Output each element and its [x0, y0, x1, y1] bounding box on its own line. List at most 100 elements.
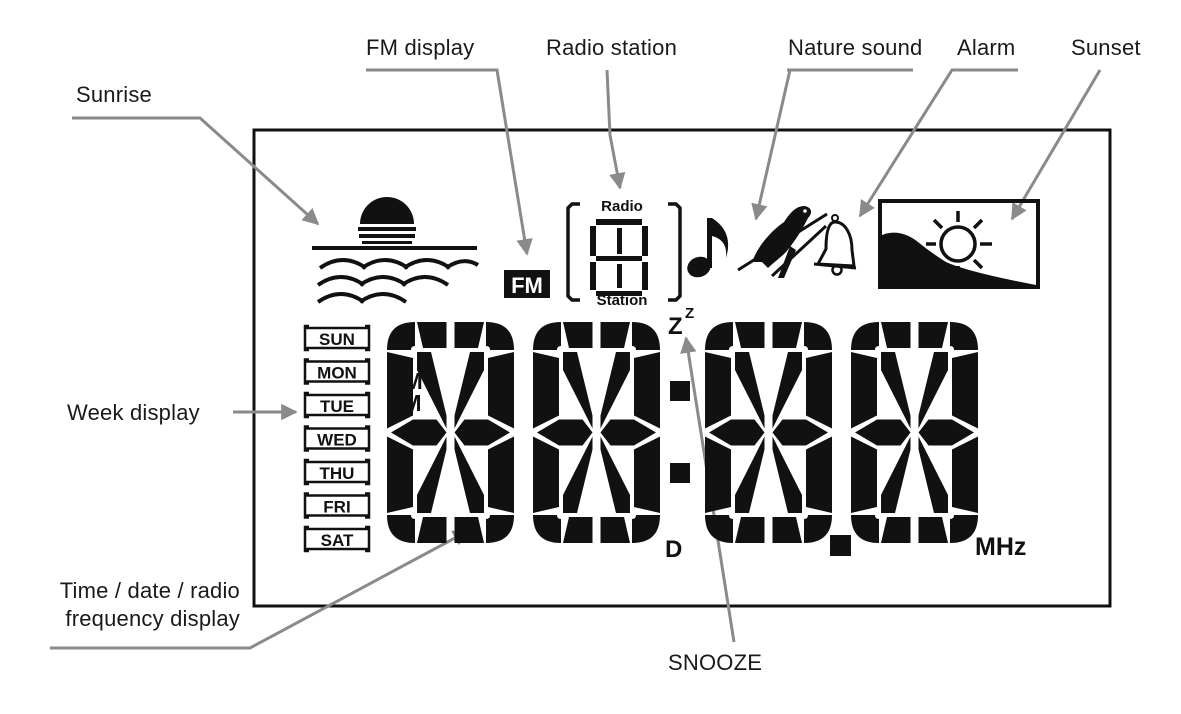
- segment: [488, 436, 514, 513]
- segment: [735, 436, 765, 513]
- segment: [881, 517, 911, 543]
- weekday-sat: SAT: [303, 525, 371, 553]
- segment: [735, 322, 765, 348]
- segment: [881, 436, 911, 513]
- sunset-icon: [878, 199, 1040, 289]
- d-indicator: D: [665, 536, 682, 563]
- leader-sunset: [1010, 69, 1102, 221]
- segment: [918, 352, 948, 429]
- segment: [705, 436, 731, 513]
- label-time-display-line2: frequency display: [65, 606, 240, 631]
- segment: [387, 436, 413, 513]
- segment: [881, 322, 911, 348]
- segment: [417, 517, 447, 543]
- fm-icon: [504, 270, 550, 298]
- segment: [600, 419, 656, 446]
- bird-icon: [737, 206, 828, 278]
- label-week-display: Week display: [67, 400, 200, 425]
- colon-bottom-dot: [670, 463, 690, 483]
- segment: [488, 352, 514, 429]
- colon-top-dot: [670, 381, 690, 401]
- weekday-fri: FRI: [303, 492, 371, 519]
- segment: [387, 322, 415, 350]
- segment: [417, 352, 447, 429]
- bell-icon: [813, 214, 857, 276]
- segment: [772, 517, 802, 543]
- weekday-label: SAT: [321, 531, 354, 550]
- segment: [417, 322, 447, 348]
- segment: [537, 419, 593, 446]
- segment: [918, 517, 948, 543]
- segment: [772, 436, 802, 513]
- segment: [851, 322, 879, 350]
- leader-radio-station: [605, 69, 626, 190]
- segment: [918, 419, 974, 446]
- segment: [950, 322, 978, 350]
- segment: [533, 515, 561, 543]
- segment: [851, 352, 877, 429]
- segment: [950, 515, 978, 543]
- segment: [634, 436, 660, 513]
- decimal-point: [830, 535, 851, 556]
- weekday-label: FRI: [323, 498, 350, 517]
- label-alarm: Alarm: [957, 35, 1016, 60]
- snooze-symbol: Z: [668, 313, 683, 340]
- digit-3: [705, 322, 832, 543]
- segment: [735, 517, 765, 543]
- segment: [454, 419, 510, 446]
- segment: [600, 436, 630, 513]
- leader-fm-display: [366, 68, 533, 256]
- digit-4: [851, 322, 978, 543]
- segment: [563, 517, 593, 543]
- segment: [804, 322, 832, 350]
- leader-sunrise: [72, 116, 320, 226]
- snooze-symbol-sup: Z: [685, 305, 694, 322]
- segment: [851, 515, 879, 543]
- segment: [632, 515, 660, 543]
- segment: [806, 352, 832, 429]
- weekday-label: TUE: [320, 397, 354, 416]
- leader-nature-sound: [751, 68, 913, 221]
- label-fm-display: FM display: [366, 35, 475, 60]
- leader-time-display: [50, 529, 470, 650]
- time-frequency-digits: [387, 322, 978, 543]
- label-time-display-line1: Time / date / radio: [59, 578, 240, 603]
- segment: [952, 352, 978, 429]
- segment: [634, 352, 660, 429]
- segment: [387, 352, 413, 429]
- segment: [563, 352, 593, 429]
- segment: [705, 322, 733, 350]
- segment: [705, 352, 731, 429]
- fm-badge-text: FM: [511, 273, 543, 298]
- segment: [804, 515, 832, 543]
- segment: [391, 419, 447, 446]
- segment: [772, 352, 802, 429]
- segment: [806, 436, 832, 513]
- label-sunset: Sunset: [1071, 35, 1141, 60]
- segment: [533, 436, 559, 513]
- segment: [772, 419, 828, 446]
- segment: [563, 322, 593, 348]
- label-sunrise: Sunrise: [76, 82, 152, 107]
- segment: [705, 515, 733, 543]
- segment: [735, 352, 765, 429]
- mhz-unit: MHz: [975, 533, 1026, 561]
- segment: [454, 352, 484, 429]
- segment: [855, 419, 911, 446]
- segment: [486, 515, 514, 543]
- segment: [600, 322, 630, 348]
- segment: [772, 322, 802, 348]
- weekday-thu: THU: [303, 458, 371, 486]
- segment: [454, 436, 484, 513]
- segment: [851, 436, 877, 513]
- segment: [881, 352, 911, 429]
- segment: [533, 352, 559, 429]
- radio-station-bottom-text: Station: [597, 292, 648, 309]
- music-note-icon: [687, 218, 729, 278]
- weekday-label: MON: [317, 364, 357, 383]
- digit-2: [533, 322, 660, 543]
- label-radio-station: Radio station: [546, 35, 678, 60]
